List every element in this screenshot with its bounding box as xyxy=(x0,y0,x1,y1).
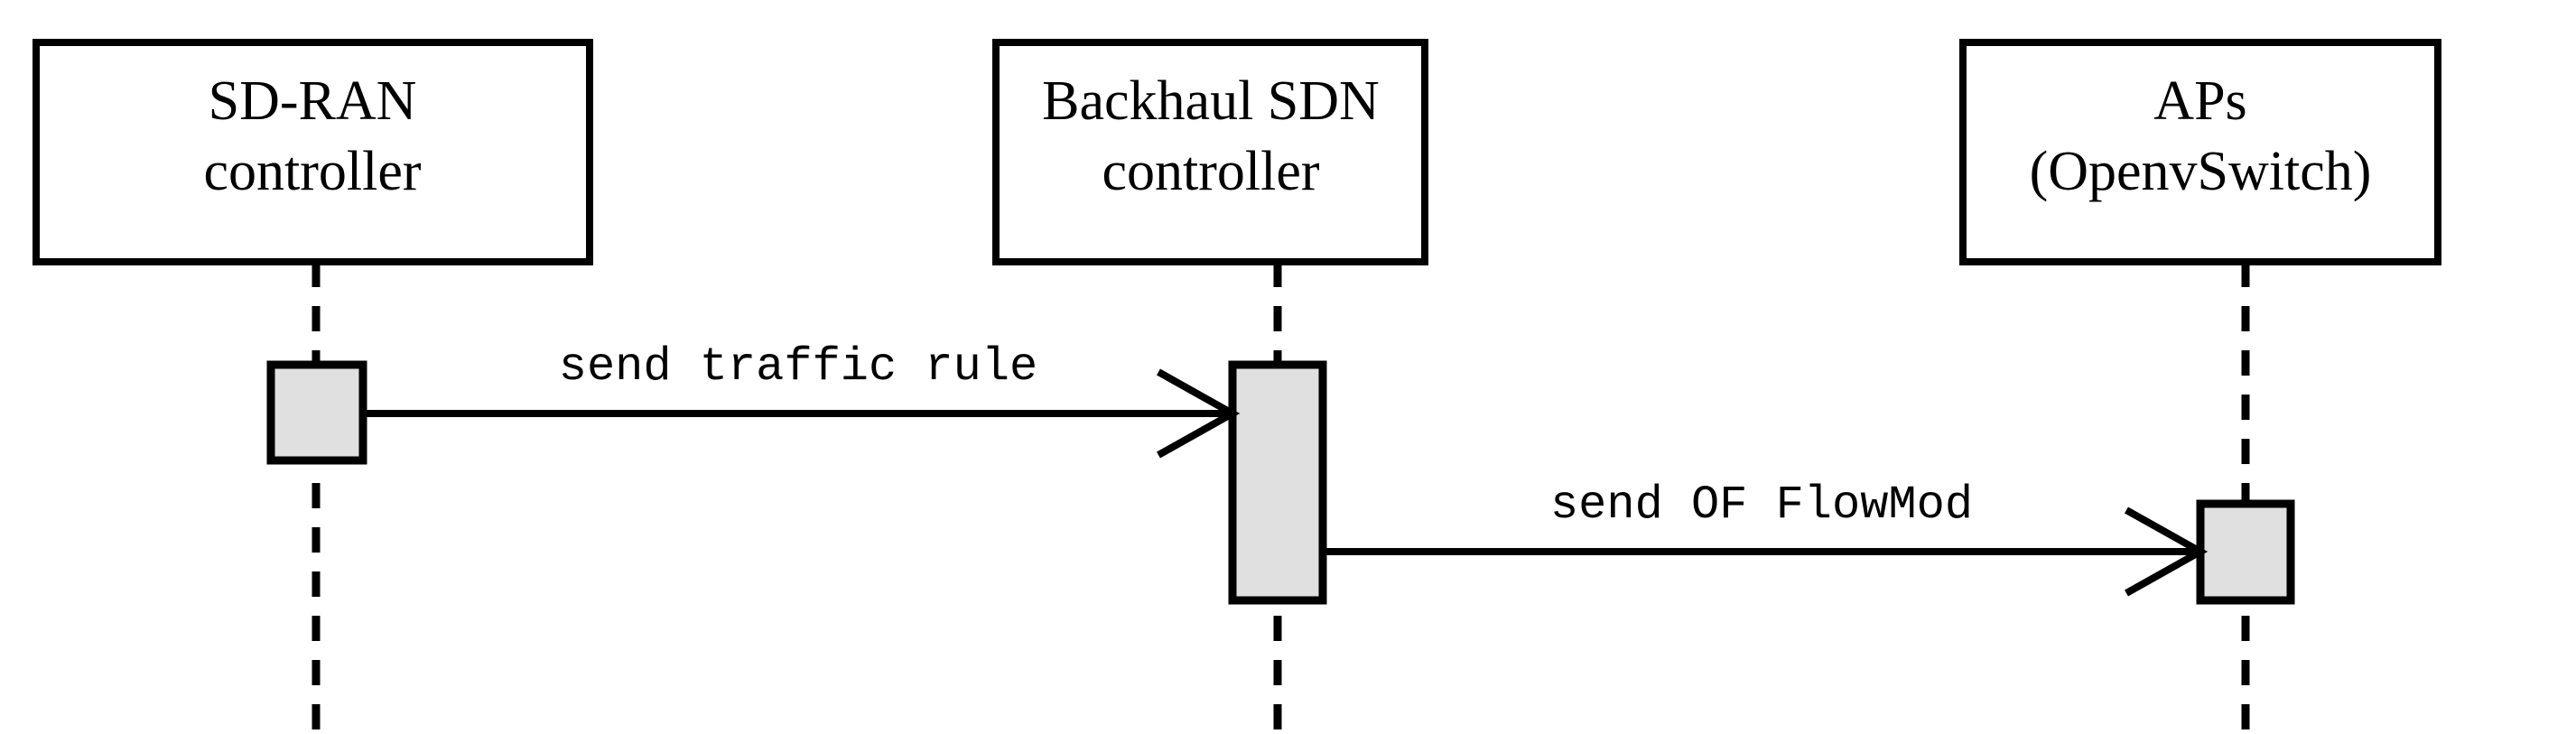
activation-bar-aps-openvswitch[interactable] xyxy=(2196,499,2295,605)
message-send-of-flowmod[interactable]: send OF FlowMod xyxy=(1323,478,2209,597)
activation-bar-backhaul-sdn-controller[interactable] xyxy=(1228,360,1327,605)
activation-bar-sd-ran-controller[interactable] xyxy=(266,360,367,465)
participant-backhaul-sdn-controller[interactable]: Backhaul SDN controller xyxy=(992,39,1428,734)
message-label-send-traffic-rule: send traffic rule xyxy=(559,340,1038,394)
message-send-traffic-rule[interactable]: send traffic rule xyxy=(363,340,1241,459)
participant-title-line2-sd-ran-controller: controller xyxy=(203,141,421,202)
participant-title-line2-backhaul-sdn-controller: controller xyxy=(1102,141,1319,202)
message-label-send-of-flowmod: send OF FlowMod xyxy=(1550,478,1973,532)
participant-title-line2-aps-openvswitch: (OpenvSwitch) xyxy=(2030,141,2372,202)
participant-box-backhaul-sdn-controller[interactable] xyxy=(992,39,1428,265)
message-arrowhead-send-traffic-rule xyxy=(1157,368,1241,459)
participant-title-line1-backhaul-sdn-controller: Backhaul SDN xyxy=(1042,70,1380,132)
participant-title-line1-aps-openvswitch: APs xyxy=(2153,70,2246,132)
participant-title-line1-sd-ran-controller: SD-RAN xyxy=(209,70,417,132)
participant-aps-openvswitch[interactable]: APs (OpenvSwitch) xyxy=(1959,39,2441,734)
participant-sd-ran-controller[interactable]: SD-RAN controller xyxy=(33,39,593,734)
participant-box-sd-ran-controller[interactable] xyxy=(33,39,593,265)
participant-box-aps-openvswitch[interactable] xyxy=(1959,39,2441,265)
message-arrowhead-send-of-flowmod xyxy=(2125,506,2209,597)
